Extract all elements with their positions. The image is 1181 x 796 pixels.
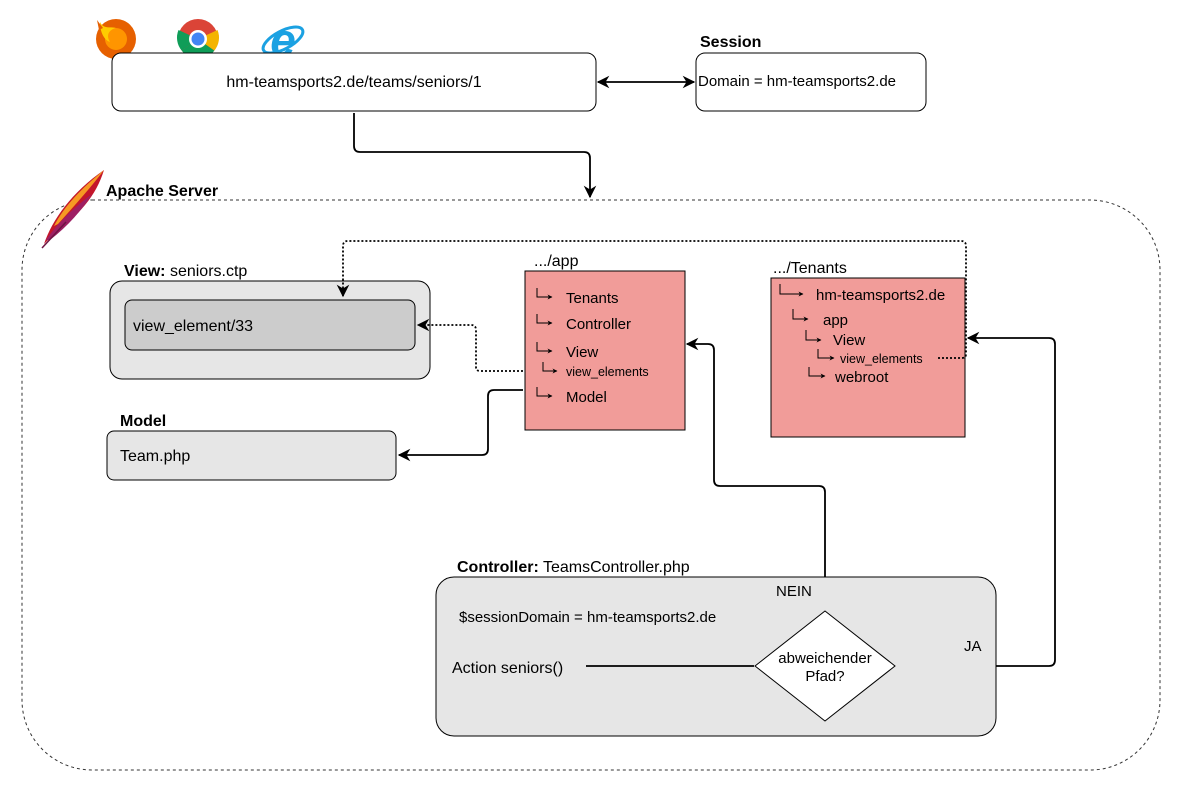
tree-arrow [808, 367, 826, 379]
tenants-item-view[interactable]: View [833, 332, 865, 349]
url-text: hm-teamsports2.de/teams/seniors/1 [226, 74, 481, 91]
tenants-tree: hm-teamsports2.de app View view_elements… [779, 284, 945, 386]
app-item-view-elements[interactable]: view_elements [566, 365, 649, 379]
tenants-folder-box [770, 277, 966, 438]
apache-title: Apache Server [106, 183, 218, 200]
app-item-tenants[interactable]: Tenants [566, 290, 619, 307]
apache-feather-icon [41, 170, 104, 249]
tree-arrow [805, 330, 822, 343]
no-branch-label: NEIN [776, 583, 812, 600]
tenants-item-domain[interactable]: hm-teamsports2.de [816, 287, 945, 304]
url-box[interactable] [111, 52, 597, 112]
yes-branch-label: JA [964, 638, 982, 655]
model-title: Model [120, 413, 166, 430]
no-branch-connector [685, 337, 826, 610]
tree-arrow [536, 288, 553, 300]
url-apache-connector [353, 113, 597, 199]
chrome-icon [176, 19, 220, 59]
tree-arrow [536, 387, 553, 399]
tree-arrow [542, 362, 558, 374]
tenants-title: .../Tenants [773, 260, 847, 277]
tenants-item-app[interactable]: app [823, 312, 848, 329]
apache-container [21, 199, 1161, 771]
app-to-view-connector [416, 318, 523, 372]
session-domain-variable: $sessionDomain = hm-teamsports2.de [459, 609, 716, 626]
app-to-model-connector [397, 389, 523, 462]
app-item-view[interactable]: View [566, 344, 598, 361]
action-label[interactable]: Action seniors() [452, 660, 563, 677]
session-title: Session [700, 34, 761, 51]
view-element-text: view_element/33 [133, 318, 253, 335]
yes-branch-connector [896, 331, 1056, 667]
decision-diamond [754, 610, 896, 722]
tree-arrow [792, 309, 809, 322]
tree-arrow [817, 349, 835, 361]
view-element-box[interactable] [124, 299, 416, 351]
tenants-item-webroot[interactable]: webroot [834, 369, 889, 386]
firefox-icon [96, 19, 136, 59]
app-item-model[interactable]: Model [566, 389, 607, 406]
session-box [695, 52, 927, 112]
model-file: Team.php [120, 448, 190, 465]
decision-text-line2: Pfad? [805, 668, 844, 685]
tenants-item-view-elements[interactable]: view_elements [840, 352, 923, 366]
controller-box [435, 576, 997, 737]
session-domain: Domain = hm-teamsports2.de [698, 73, 896, 90]
decision-text-line1: abweichender [778, 650, 871, 667]
tree-arrow [536, 314, 553, 326]
controller-title: Controller: TeamsController.php [457, 559, 690, 576]
app-title: .../app [534, 253, 579, 270]
model-box[interactable] [106, 430, 397, 481]
app-tree: Tenants Controller View view_elements Mo… [536, 288, 649, 406]
tree-arrow [779, 284, 804, 297]
view-title: View: seniors.ctp [124, 263, 247, 280]
app-item-controller[interactable]: Controller [566, 316, 631, 333]
tree-arrow [536, 342, 553, 354]
